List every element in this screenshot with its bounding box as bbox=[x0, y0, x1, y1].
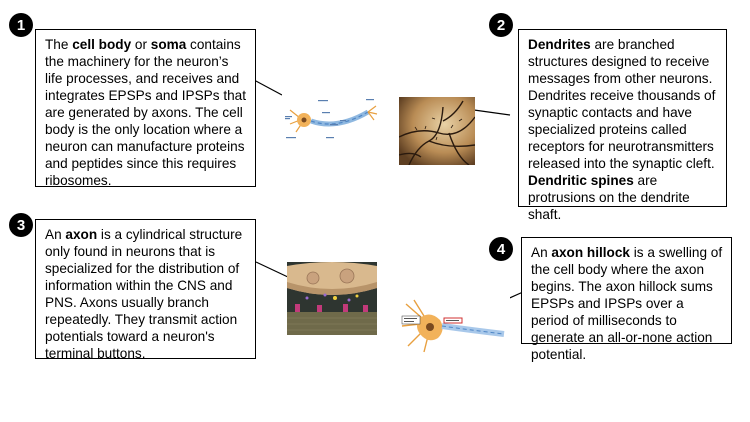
dendrites-photo bbox=[399, 97, 475, 165]
bold-term: Dendritic spines bbox=[528, 173, 634, 188]
axon-description: An axon is a cylindrical structure only … bbox=[35, 219, 256, 361]
badge-3: 3 bbox=[9, 213, 33, 237]
axon-hillock-description: An axon hillock is a swelling of the cel… bbox=[521, 237, 732, 362]
description-text: or bbox=[131, 37, 151, 52]
cell-body-description: The cell body or soma contains the machi… bbox=[35, 29, 256, 188]
badge-4: 4 bbox=[489, 237, 513, 261]
connector-line-2 bbox=[473, 109, 511, 116]
description-text: contains the machinery for the neuron’s … bbox=[45, 37, 246, 188]
bold-term: cell body bbox=[72, 37, 132, 52]
connector-line-1 bbox=[253, 79, 283, 96]
description-text: is a swelling of the cell body where the… bbox=[531, 245, 723, 362]
description-text: are protrusions on the dendrite shaft. bbox=[528, 173, 690, 222]
axon-hillock-diagram bbox=[400, 296, 510, 356]
bold-term: Dendrites bbox=[528, 37, 591, 52]
description-text: are branched structures designed to rece… bbox=[528, 37, 716, 171]
description-text: is a cylindrical structure only found in… bbox=[45, 227, 243, 361]
connector-line-3 bbox=[255, 261, 291, 279]
bold-term: soma bbox=[150, 37, 187, 52]
bold-term: axon hillock bbox=[551, 245, 630, 260]
bold-term: axon bbox=[65, 227, 98, 242]
description-text: The bbox=[45, 37, 73, 52]
description-text: An bbox=[45, 227, 66, 242]
description-text: An bbox=[531, 245, 552, 260]
badge-2: 2 bbox=[489, 13, 513, 37]
axon-synapse-illustration bbox=[287, 262, 377, 335]
badge-1: 1 bbox=[9, 13, 33, 37]
dendrites-description: Dendrites are branched structures design… bbox=[518, 29, 727, 222]
neuron-diagram-image bbox=[282, 90, 382, 150]
